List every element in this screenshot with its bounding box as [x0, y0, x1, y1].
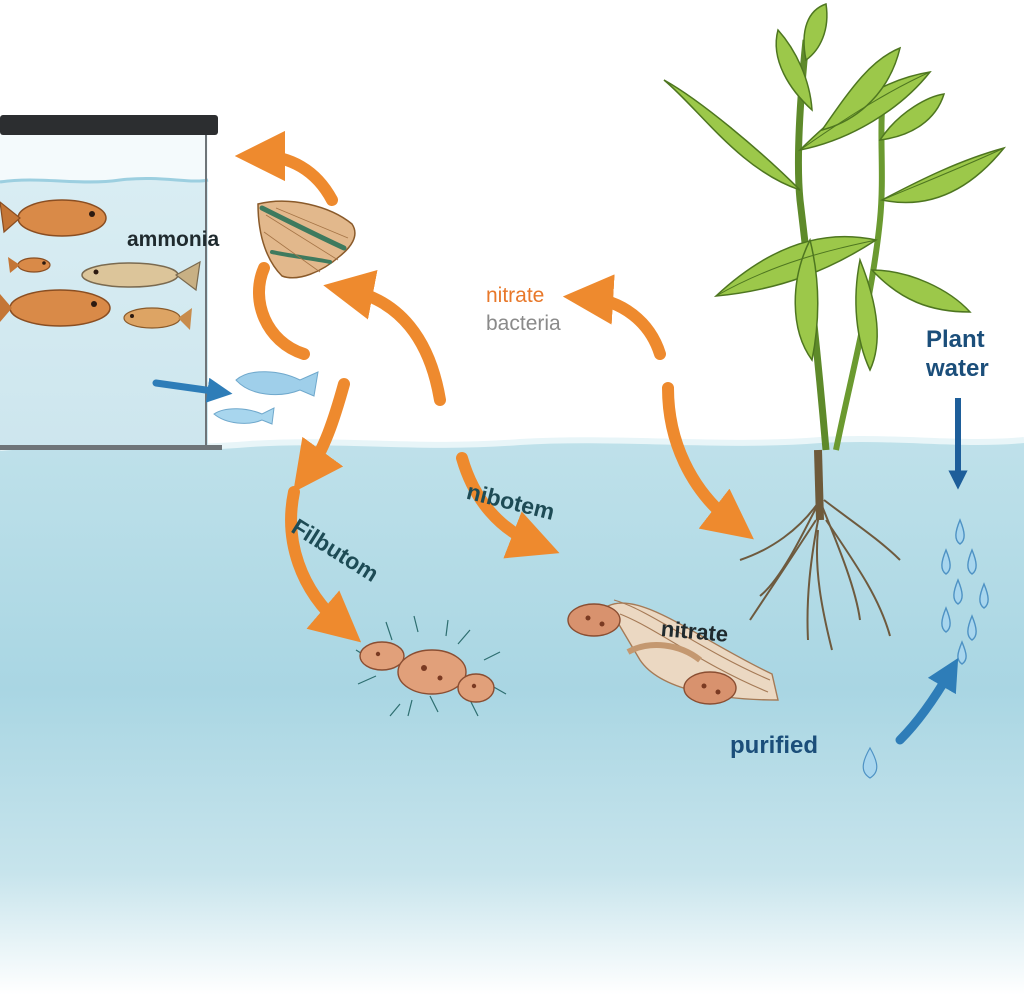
fish-icon — [123, 307, 192, 330]
plant-water-label: Plant water — [926, 326, 989, 382]
arrow-filbutom-down — [285, 486, 362, 643]
water-droplets-icon — [941, 518, 989, 665]
arrow-up-to-filter — [323, 270, 446, 406]
pond-water — [0, 436, 1024, 995]
plant-icon — [663, 3, 1007, 521]
purified-label: purified — [730, 732, 818, 759]
arrow-to-roots — [662, 382, 754, 540]
fish-icon — [0, 199, 107, 237]
cycle-arrows — [234, 130, 754, 643]
fish-icon — [0, 289, 111, 327]
arrow-down-center — [293, 378, 350, 493]
arrow-ammonia-up — [234, 130, 338, 206]
nitrifying-bacteria-icon — [567, 599, 779, 705]
plant-roots-icon — [739, 499, 901, 651]
arrow-left-loop — [253, 262, 310, 360]
ammonia-label: ammonia — [127, 228, 220, 251]
upward-return-arrow-icon — [862, 658, 959, 779]
arrow-nitrate-up — [562, 274, 666, 360]
bacteria-cluster-icon — [355, 615, 507, 717]
fish-icon — [81, 260, 201, 292]
nitrate-label-bottom: nitrate — [659, 616, 730, 647]
small-blue-fish-icon — [213, 371, 319, 425]
bacteria-label: bacteria — [486, 312, 561, 335]
fish-icon — [8, 257, 51, 273]
filter-media-icon — [257, 200, 356, 279]
arrow-to-nibotem — [456, 452, 560, 559]
input-arrow-icon — [152, 377, 233, 403]
nitrate-label-top: nitrate — [486, 284, 545, 307]
